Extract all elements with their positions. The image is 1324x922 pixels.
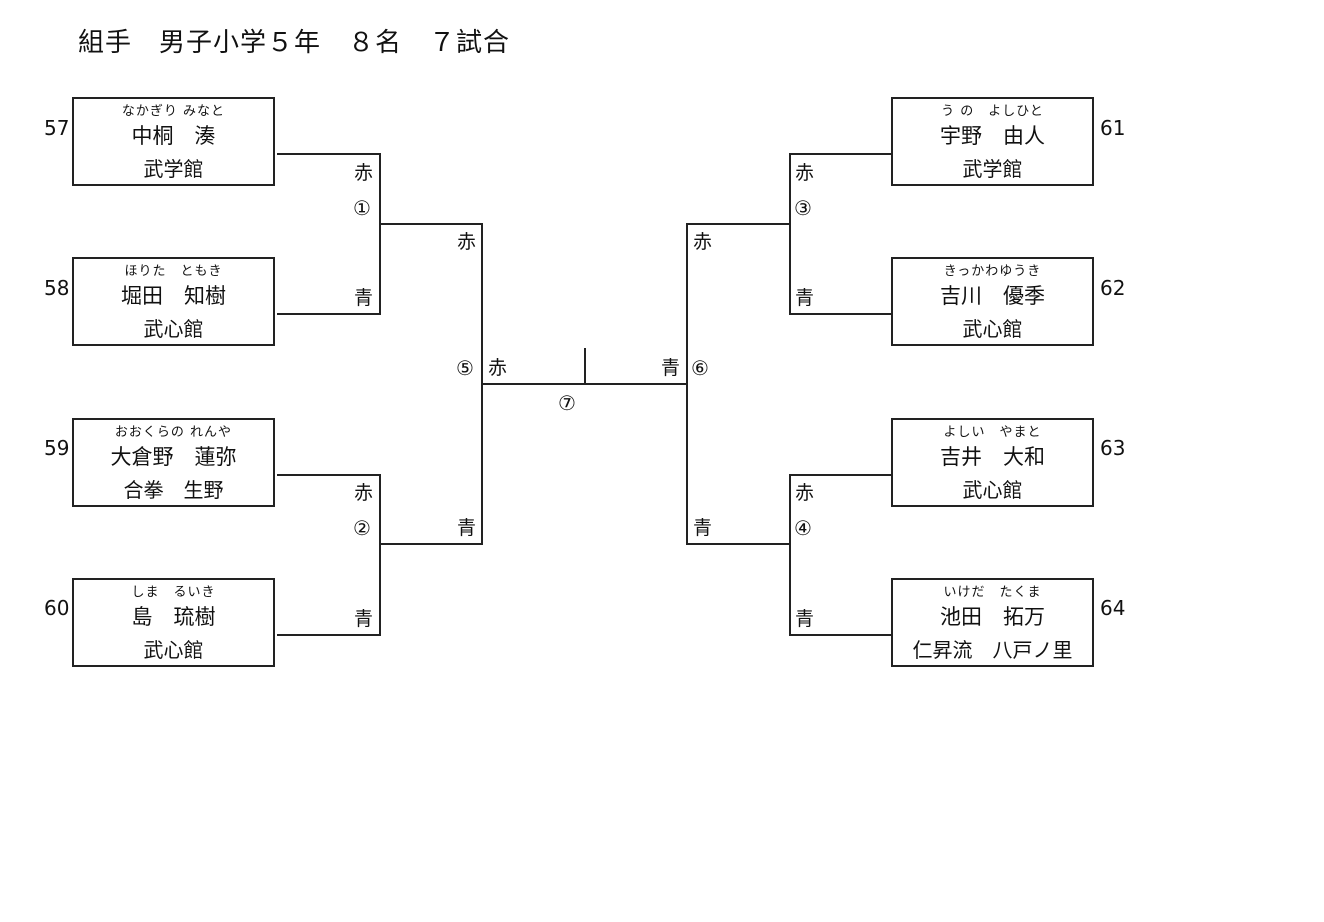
player-name: 吉川 優季 [940, 284, 1045, 308]
match-number: ⑤ [456, 356, 474, 380]
final-line [481, 383, 688, 385]
bracket-line [789, 153, 892, 155]
red-corner-label: 赤 [795, 482, 815, 504]
player-name: 宇野 由人 [940, 124, 1045, 148]
player-box: ほりた ともき 堀田 知樹 武心館 [72, 257, 275, 346]
player-box: いけだ たくま 池田 拓万 仁昇流 八戸ノ里 [891, 578, 1094, 667]
blue-corner-label: 青 [354, 287, 374, 309]
red-corner-label: 赤 [354, 482, 374, 504]
bracket-line [686, 543, 790, 545]
player-furigana: なかぎり みなと [121, 104, 226, 119]
player-club: 武心館 [143, 317, 204, 341]
player-box: しま るいき 島 琉樹 武心館 [72, 578, 275, 667]
bracket-line [379, 153, 381, 315]
bracket-line [379, 543, 483, 545]
red-corner-label: 赤 [795, 162, 815, 184]
player-name: 堀田 知樹 [121, 284, 226, 308]
bracket-line [789, 474, 791, 636]
seed-number: 63 [1100, 436, 1126, 460]
match-number: ⑦ [558, 391, 576, 415]
bracket-line [789, 313, 892, 315]
player-box: う の よしひと 宇野 由人 武学館 [891, 97, 1094, 186]
red-corner-label: 赤 [457, 231, 477, 253]
bracket-line [379, 223, 483, 225]
player-name: 吉井 大和 [940, 445, 1045, 469]
bracket-line [277, 153, 381, 155]
player-club: 武心館 [143, 638, 204, 662]
player-box: よしい やまと 吉井 大和 武心館 [891, 418, 1094, 507]
blue-corner-label: 青 [795, 608, 815, 630]
seed-number: 58 [44, 276, 70, 300]
player-furigana: よしい やまと [943, 425, 1042, 440]
player-club: 武学館 [143, 157, 204, 181]
match-number: ② [353, 516, 371, 540]
blue-corner-label: 青 [795, 287, 815, 309]
red-corner-label: 赤 [354, 162, 374, 184]
bracket-line [789, 474, 892, 476]
player-club: 合拳 生野 [123, 478, 224, 502]
bracket-line [277, 313, 381, 315]
match-number: ① [353, 196, 371, 220]
blue-corner-label: 青 [457, 517, 477, 539]
player-name: 島 琉樹 [131, 605, 216, 629]
bracket-line [277, 634, 381, 636]
bracket-line [686, 223, 688, 545]
red-corner-label: 赤 [488, 357, 508, 379]
seed-number: 64 [1100, 596, 1126, 620]
player-furigana: いけだ たくま [943, 585, 1042, 600]
player-name: 大倉野 蓮弥 [110, 445, 237, 469]
match-number: ③ [794, 196, 812, 220]
bracket-line [686, 223, 790, 225]
player-furigana: ほりた ともき [124, 264, 223, 279]
bracket-line [789, 153, 791, 315]
match-number: ④ [794, 516, 812, 540]
player-box: きっかわゆうき 吉川 優季 武心館 [891, 257, 1094, 346]
player-box: おおくらの れんや 大倉野 蓮弥 合拳 生野 [72, 418, 275, 507]
player-name: 中桐 湊 [131, 124, 216, 148]
player-club: 武心館 [962, 317, 1023, 341]
seed-number: 62 [1100, 276, 1126, 300]
bracket-line [789, 634, 892, 636]
match-number: ⑥ [691, 356, 709, 380]
player-furigana: きっかわゆうき [943, 264, 1042, 279]
seed-number: 60 [44, 596, 70, 620]
player-box: なかぎり みなと 中桐 湊 武学館 [72, 97, 275, 186]
red-corner-label: 赤 [693, 231, 713, 253]
bracket-line [379, 474, 381, 636]
final-tick [584, 348, 586, 384]
player-furigana: う の よしひと [941, 104, 1044, 119]
seed-number: 57 [44, 116, 70, 140]
player-name: 池田 拓万 [940, 605, 1045, 629]
player-club: 武心館 [962, 478, 1023, 502]
seed-number: 59 [44, 436, 70, 460]
blue-corner-label: 青 [661, 357, 681, 379]
player-furigana: おおくらの れんや [114, 425, 233, 440]
bracket-line [277, 474, 381, 476]
player-furigana: しま るいき [131, 585, 216, 600]
blue-corner-label: 青 [354, 608, 374, 630]
blue-corner-label: 青 [693, 517, 713, 539]
player-club: 仁昇流 八戸ノ里 [912, 638, 1073, 662]
page-title: 組手 男子小学５年 ８名 ７試合 [78, 28, 511, 58]
seed-number: 61 [1100, 116, 1126, 140]
player-club: 武学館 [962, 157, 1023, 181]
